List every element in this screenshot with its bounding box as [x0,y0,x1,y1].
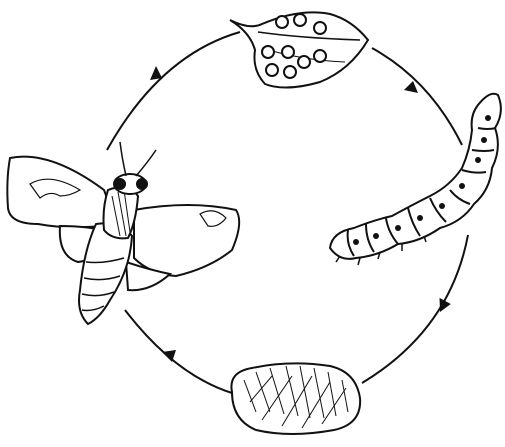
arrowhead-1 [404,81,418,93]
arrow-eggs-to-larva [372,48,462,145]
cocoon-icon [231,363,360,434]
caterpillar-icon [330,94,501,265]
moth-icon [7,142,239,324]
eggs-on-leaf-icon [230,12,368,87]
arrowhead-4 [150,66,162,80]
arrow-adult-to-eggs [107,32,240,150]
arrow-pupa-to-adult [125,310,232,393]
